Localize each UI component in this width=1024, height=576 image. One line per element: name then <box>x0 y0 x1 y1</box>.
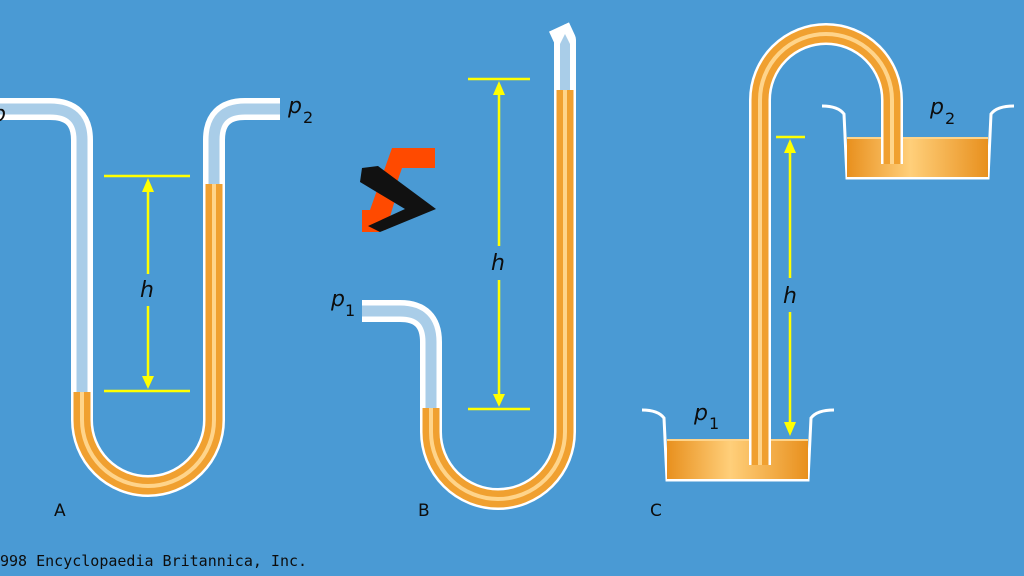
bath-upper <box>821 104 1015 180</box>
pressure-subscript-c-lower: 1 <box>709 414 719 433</box>
diagram-b: h p 1 B <box>330 22 576 521</box>
tube-a-glass-inner <box>0 103 280 392</box>
diagram-label-c: C <box>650 501 662 521</box>
pressure-label-b: p <box>330 287 345 312</box>
bath-lower <box>641 408 835 482</box>
siphon-tube <box>749 23 903 465</box>
siphon-fluid-core <box>751 25 901 465</box>
height-label-c: h <box>783 284 797 309</box>
height-label-a: h <box>140 278 154 303</box>
tube-b-glass-inner <box>362 305 437 408</box>
pressure-label-c-lower: p <box>693 401 708 426</box>
diagram-label-b: B <box>418 501 430 521</box>
pressure-subscript-a-right: 2 <box>303 108 313 127</box>
height-dimension-c <box>776 135 805 436</box>
height-dimension-a <box>104 174 190 393</box>
tube-b-tip-inner <box>560 34 570 90</box>
pressure-label-a-right: p <box>287 94 302 119</box>
diagram-label-a: A <box>54 501 66 521</box>
height-dimension-b <box>468 77 530 411</box>
copyright-credit: 998 Encyclopaedia Britannica, Inc. <box>0 552 307 570</box>
siphon-fluid-highlight <box>758 32 894 465</box>
pressure-label-a-left: p <box>0 102 6 127</box>
pressure-label-c-upper: p <box>929 95 944 120</box>
fluid-b-highlight <box>429 90 567 501</box>
pressure-subscript-c-upper: 2 <box>945 109 955 128</box>
diagram-a: h p p 2 A <box>0 94 313 521</box>
height-label-b: h <box>491 251 505 276</box>
logo-icon <box>360 148 436 232</box>
diagram-c: h p 1 p 2 C <box>641 23 1015 521</box>
fluid-a-highlight <box>80 184 216 488</box>
pressure-subscript-b: 1 <box>345 301 355 320</box>
tube-a-glass <box>0 98 280 392</box>
